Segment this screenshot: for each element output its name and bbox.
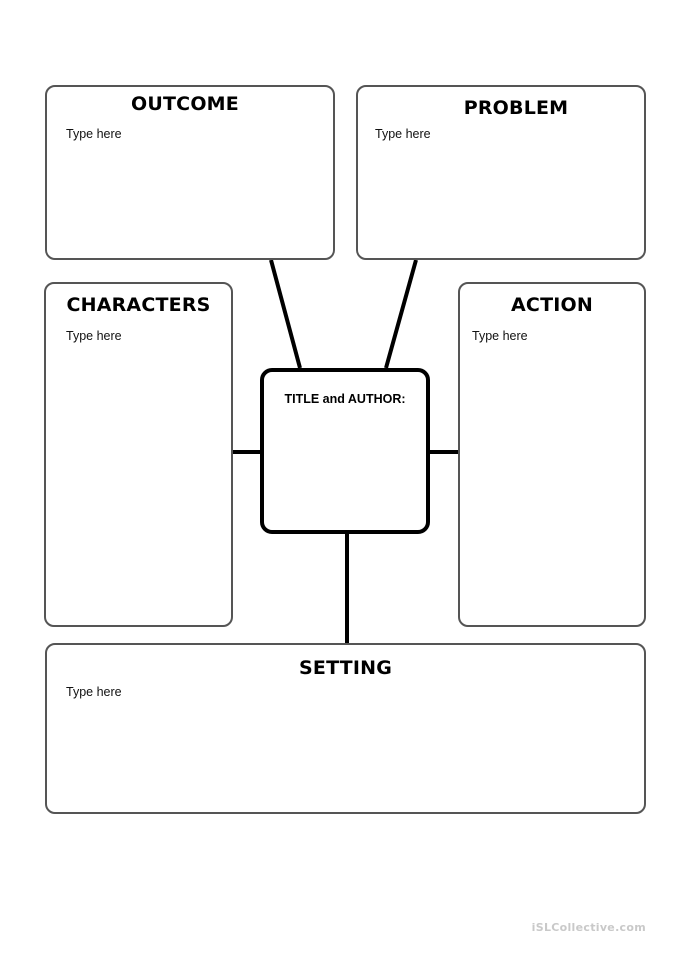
outcome-hint[interactable]: Type here: [66, 127, 122, 141]
problem-title: PROBLEM: [463, 97, 569, 119]
characters-title: CHARACTERS: [66, 294, 211, 316]
characters-box[interactable]: CHARACTERS Type here: [44, 282, 233, 627]
action-title: ACTION: [511, 294, 593, 316]
setting-box[interactable]: SETTING Type here: [45, 643, 646, 814]
connector-outcome: [269, 259, 302, 369]
action-box[interactable]: ACTION Type here: [458, 282, 646, 627]
action-hint[interactable]: Type here: [472, 329, 528, 343]
connector-problem: [384, 259, 418, 369]
characters-hint[interactable]: Type here: [66, 329, 122, 343]
watermark-logo: iSLCollective.com: [531, 921, 646, 934]
title-author-box[interactable]: TITLE and AUTHOR:: [260, 368, 430, 534]
title-author-label: TITLE and AUTHOR:: [284, 392, 406, 406]
setting-hint[interactable]: Type here: [66, 685, 122, 699]
outcome-title: OUTCOME: [131, 93, 239, 115]
setting-title: SETTING: [299, 657, 392, 679]
problem-hint[interactable]: Type here: [375, 127, 431, 141]
problem-box[interactable]: PROBLEM Type here: [356, 85, 646, 260]
outcome-box[interactable]: OUTCOME Type here: [45, 85, 335, 260]
